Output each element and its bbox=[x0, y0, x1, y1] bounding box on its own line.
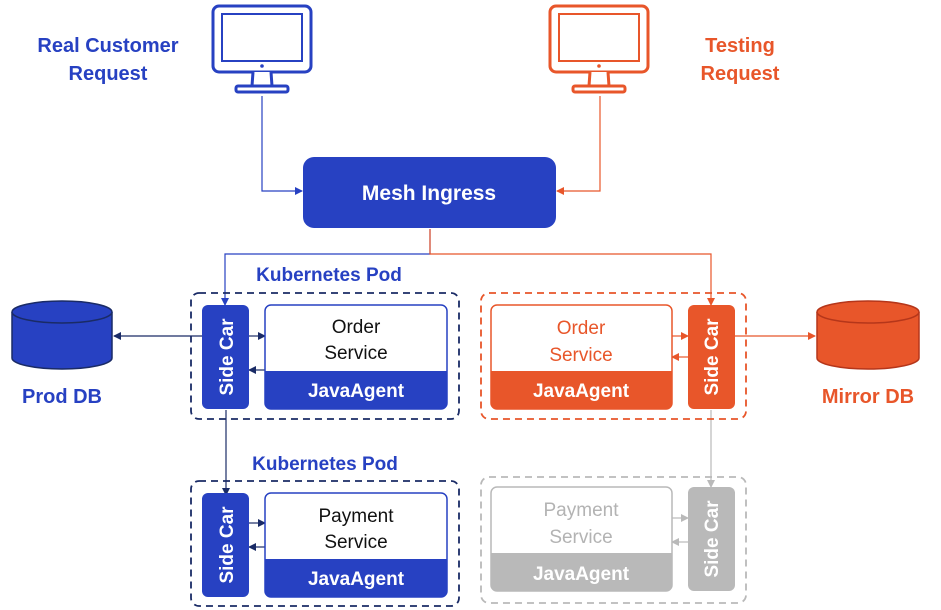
kubernetes-pod-label-bottom: Kubernetes Pod bbox=[252, 454, 398, 475]
real-request-to-ingress-connector bbox=[261, 96, 303, 195]
payment-sidecar-label: Side Car bbox=[217, 506, 238, 584]
mesh-ingress-label: Mesh Ingress bbox=[362, 182, 496, 205]
real-customer-monitor-icon bbox=[211, 4, 313, 94]
mirror-db-label: Mirror DB bbox=[822, 386, 914, 408]
real-customer-label-line1: Real Customer bbox=[37, 35, 178, 57]
mesh-ingress-box: Mesh Ingress bbox=[303, 157, 556, 228]
mirror-order-sidecar: Side Car bbox=[688, 305, 735, 409]
mirror-order-javaagent-label: JavaAgent bbox=[533, 381, 630, 402]
mirror-payment-sidecar-label: Side Car bbox=[702, 500, 723, 578]
order-sidecar-label: Side Car bbox=[217, 318, 238, 396]
mirror-order-pod-container bbox=[480, 292, 747, 420]
order-pod-container bbox=[190, 292, 460, 420]
prod-db-label: Prod DB bbox=[22, 386, 102, 408]
payment-sidecar: Side Car bbox=[202, 493, 249, 597]
kubernetes-pod-label-top: Kubernetes Pod bbox=[256, 265, 402, 286]
mirror-payment-service-line1: Payment bbox=[544, 500, 620, 521]
testing-monitor-icon bbox=[548, 4, 650, 94]
payment-pod-container bbox=[190, 480, 460, 607]
mirror-order-sidecar-label: Side Car bbox=[702, 318, 723, 396]
payment-service-box: Payment Service JavaAgent bbox=[264, 492, 448, 598]
order-service-line1: Order bbox=[332, 317, 381, 338]
prod-db-cylinder-icon bbox=[11, 300, 113, 370]
mirror-order-service-box: Order Service JavaAgent bbox=[490, 304, 673, 410]
ingress-to-mirror-sidecar-connector bbox=[429, 229, 715, 306]
payment-service-line1: Payment bbox=[319, 506, 395, 527]
mirror-payment-javaagent-label: JavaAgent bbox=[533, 564, 630, 585]
mirror-order-service-line2: Service bbox=[549, 345, 612, 366]
mirror-payment-service-box: Payment Service JavaAgent bbox=[490, 486, 673, 592]
mirror-payment-pod-container bbox=[480, 476, 747, 604]
real-customer-label-line2: Request bbox=[69, 63, 148, 85]
order-javaagent-label: JavaAgent bbox=[308, 381, 405, 402]
order-service-line2: Service bbox=[324, 343, 387, 364]
payment-javaagent-label: JavaAgent bbox=[308, 569, 405, 590]
order-service-box: Order Service JavaAgent bbox=[264, 304, 448, 410]
testing-request-to-ingress-connector bbox=[556, 96, 601, 195]
mirror-db-cylinder-icon bbox=[816, 300, 920, 370]
mirror-payment-service-line2: Service bbox=[549, 527, 612, 548]
payment-service-line2: Service bbox=[324, 532, 387, 553]
order-sidecar: Side Car bbox=[202, 305, 249, 409]
mirror-order-service-line1: Order bbox=[557, 318, 606, 339]
mirror-payment-sidecar: Side Car bbox=[688, 487, 735, 591]
testing-label-line2: Request bbox=[701, 63, 780, 85]
testing-label-line1: Testing bbox=[705, 35, 775, 57]
